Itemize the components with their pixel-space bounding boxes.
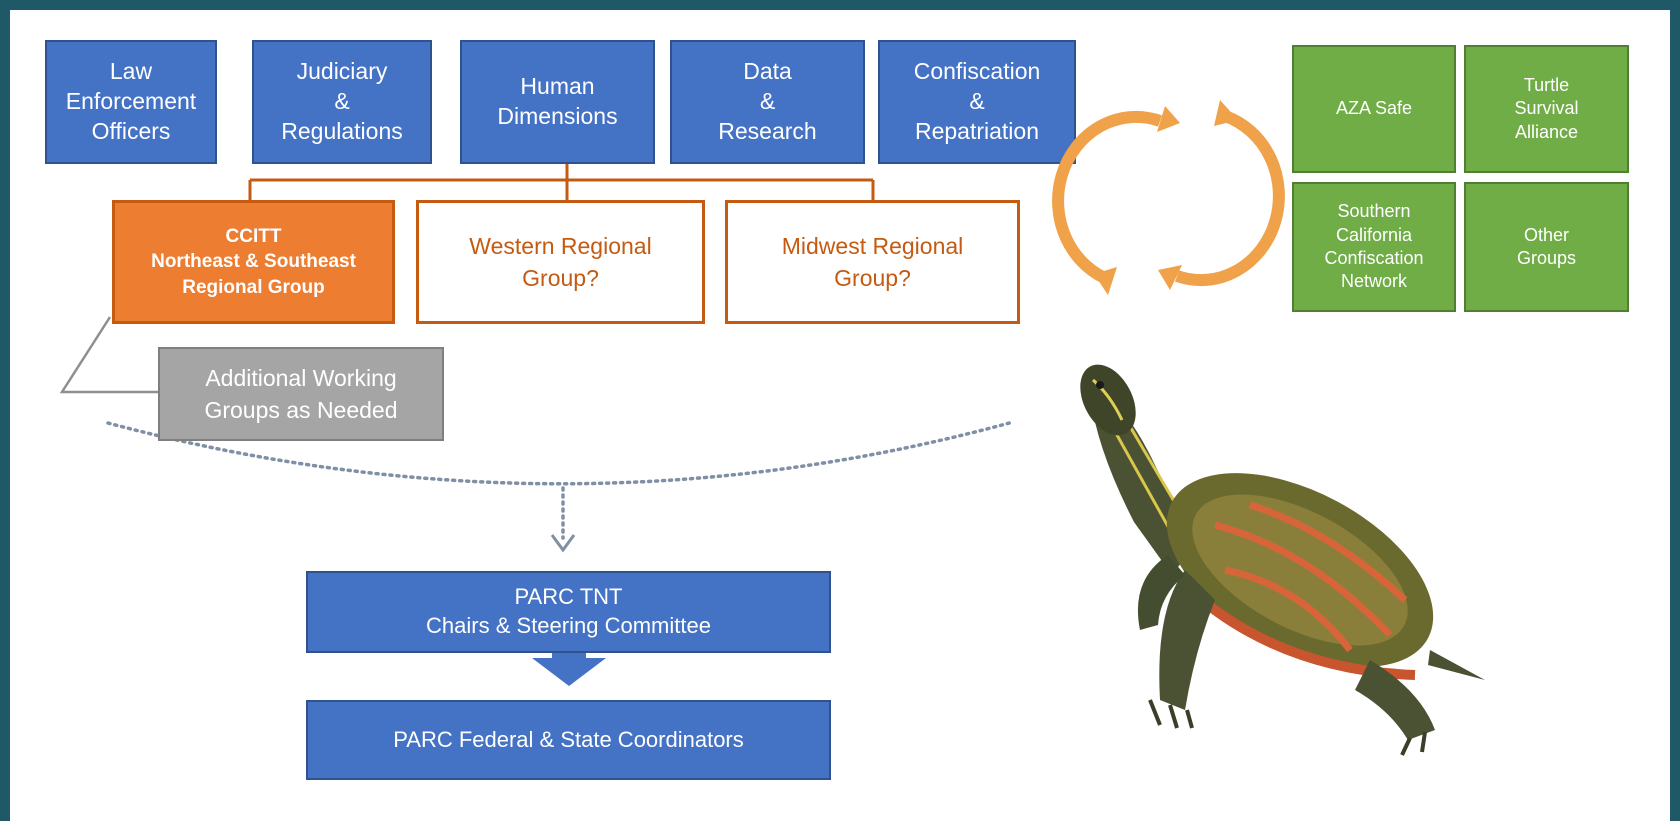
block-arrow-down	[532, 644, 606, 686]
diagram-canvas: Law Enforcement Officers Judiciary & Reg…	[10, 10, 1670, 821]
partner-aza-safe: AZA Safe	[1292, 45, 1456, 173]
regional-group-western: Western Regional Group?	[416, 200, 705, 324]
partner-southern-california: Southern California Confiscation Network	[1292, 182, 1456, 312]
regional-group-midwest: Midwest Regional Group?	[725, 200, 1020, 324]
workgroup-judiciary: Judiciary & Regulations	[252, 40, 432, 164]
regional-group-ccitt: CCITT Northeast & Southeast Regional Gro…	[112, 200, 395, 324]
workgroup-law-enforcement: Law Enforcement Officers	[45, 40, 217, 164]
additional-working-groups: Additional Working Groups as Needed	[158, 347, 444, 441]
coordinators-box: PARC Federal & State Coordinators	[306, 700, 831, 780]
workgroup-confiscation: Confiscation & Repatriation	[878, 40, 1076, 164]
additional-groups-connector	[59, 316, 158, 394]
workgroup-data-research: Data & Research	[670, 40, 865, 164]
connector-tree	[248, 162, 875, 200]
leadership-box: PARC TNT Chairs & Steering Committee	[306, 571, 831, 653]
workgroup-human-dimensions: Human Dimensions	[460, 40, 655, 164]
connectors	[59, 162, 1015, 686]
partner-turtle-survival-alliance: Turtle Survival Alliance	[1464, 45, 1629, 173]
dotted-arc	[106, 420, 1015, 486]
dotted-arrow-head	[550, 534, 576, 553]
partner-other-groups: Other Groups	[1464, 182, 1629, 312]
